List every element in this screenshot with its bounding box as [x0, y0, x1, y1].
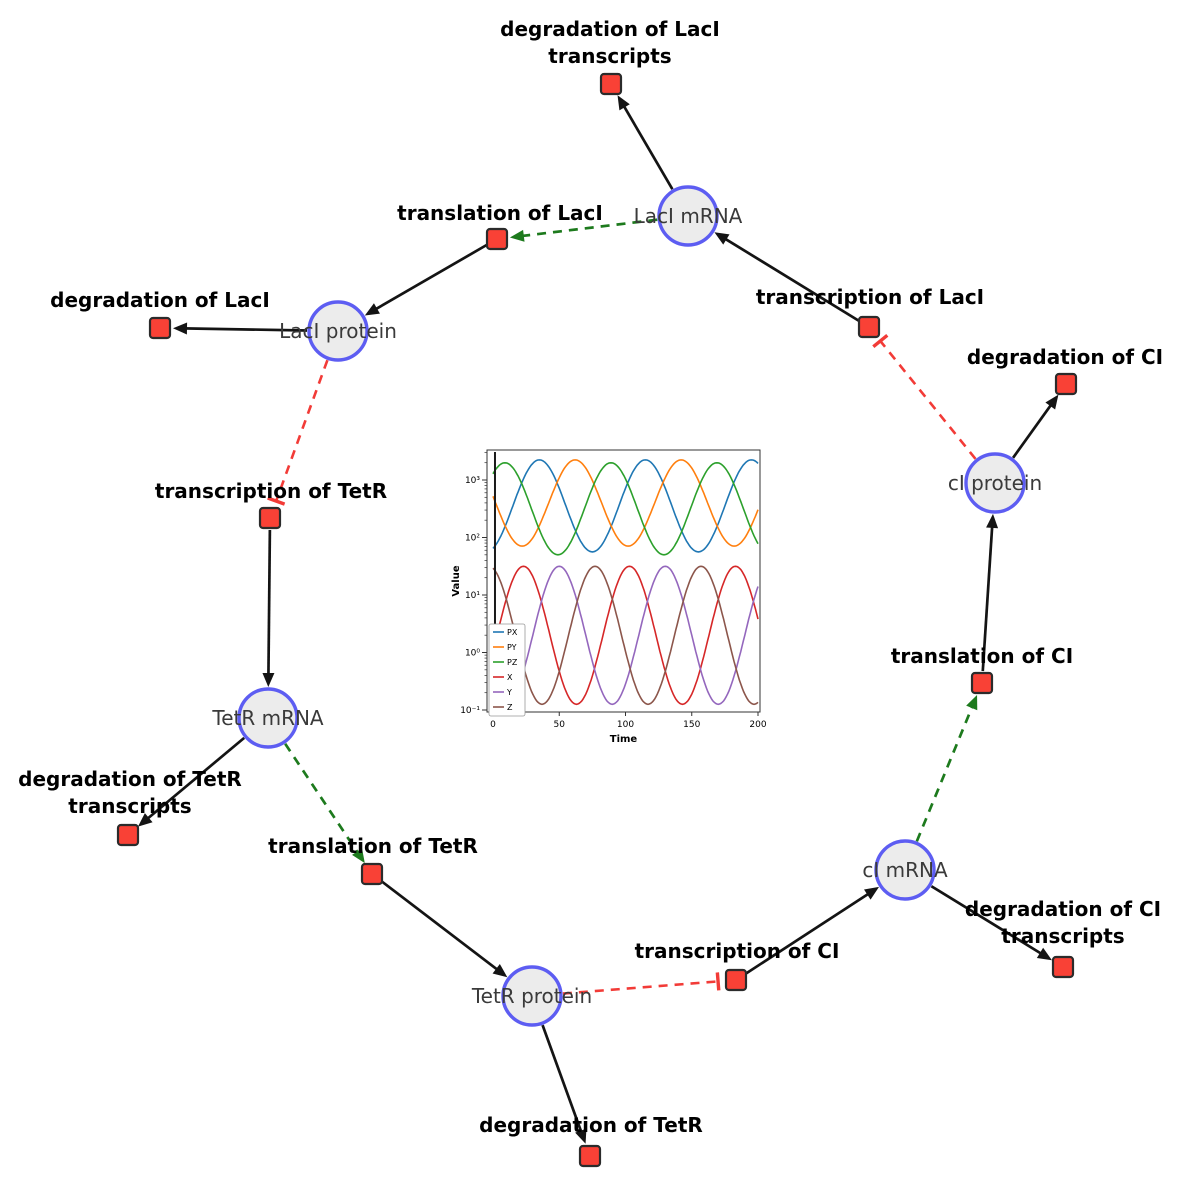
reaction-node-deg-laci-tx [599, 72, 623, 96]
reaction-node-transl-laci [485, 227, 509, 251]
edge-laci-protein-to-deg-laci [172, 322, 308, 335]
series-line-PX [492, 459, 759, 553]
edge-tetr-protein-to-txn-ci [562, 972, 721, 995]
reaction-node-deg-tetr [578, 1144, 602, 1168]
legend-label: X [507, 673, 513, 682]
edge-laci-protein-to-txn-tetr [267, 359, 329, 506]
edge-txn-tetr-to-tetr-mrna [262, 529, 275, 688]
legend-label: PZ [507, 658, 518, 667]
reaction-node-deg-ci [1054, 372, 1078, 396]
y-tick-label: 10¹ [465, 591, 480, 601]
edge-ci-mrna-to-deg-ci-tx [930, 885, 1052, 961]
chart-legend: PX PY PZ XYZ [488, 623, 526, 717]
arrowhead [262, 672, 275, 688]
y-tick-label: 10³ [465, 476, 480, 486]
x-tick-label: 200 [749, 720, 766, 730]
edge-transl-ci-to-ci-protein [981, 513, 999, 672]
arrowhead [1036, 947, 1052, 961]
arrowhead [864, 886, 880, 900]
x-tick-label: 50 [554, 720, 566, 730]
legend-label: Y [506, 688, 512, 697]
edge-txn-ci-to-ci-mrna [745, 886, 880, 975]
reaction-node-transl-tetr [360, 862, 384, 886]
edge-laci-mrna-to-transl-laci [509, 218, 658, 242]
chart-plot-area [486, 449, 761, 713]
arrowhead [172, 322, 188, 335]
edge-ci-protein-to-deg-ci [1011, 394, 1059, 459]
edge-laci-mrna-to-deg-laci-tx [617, 95, 674, 190]
edge-txn-laci-to-laci-mrna [714, 232, 860, 322]
arrowhead [1045, 394, 1059, 410]
x-axis-label: Time [610, 734, 638, 745]
series-line-Z [492, 565, 759, 706]
reaction-node-deg-laci [148, 316, 172, 340]
series-line-X [492, 565, 759, 706]
edge-ci-mrna-to-transl-ci [915, 695, 978, 842]
series-line-Y [492, 565, 759, 706]
edge-transl-laci-to-laci-protein [364, 243, 488, 316]
species-node-ci-mrna [874, 839, 936, 901]
series-line-PY [492, 459, 759, 547]
arrowhead [492, 963, 508, 978]
edge-ci-protein-to-txn-laci [872, 334, 977, 460]
arrowhead [575, 1128, 587, 1144]
species-node-ci-protein [964, 452, 1026, 514]
species-node-laci-mrna [657, 185, 719, 247]
edge-tetr-mrna-to-transl-tetr [284, 743, 365, 864]
legend-label: PY [507, 643, 517, 652]
y-tick-label: 10² [465, 534, 480, 544]
y-tick-label: 10⁰ [465, 649, 480, 659]
edge-transl-tetr-to-tetr-protein [380, 880, 508, 978]
reaction-node-txn-tetr [258, 506, 282, 530]
species-node-laci-protein [307, 300, 369, 362]
arrowhead [364, 303, 380, 316]
species-node-tetr-protein [501, 965, 563, 1027]
edge-tetr-mrna-to-deg-tetr-tx [137, 736, 246, 827]
series-line-PZ [492, 461, 759, 556]
arrowhead [509, 229, 525, 242]
edge-tetr-protein-to-deg-tetr [541, 1024, 587, 1144]
x-tick-label: 0 [490, 720, 496, 730]
reaction-node-deg-ci-tx [1051, 955, 1075, 979]
species-node-tetr-mrna [237, 687, 299, 749]
reaction-node-txn-ci [724, 968, 748, 992]
reaction-node-deg-tetr-tx [116, 823, 140, 847]
reaction-node-txn-laci [857, 315, 881, 339]
arrowhead [352, 848, 365, 864]
inhibition-tbar [872, 334, 889, 348]
arrowhead [966, 695, 978, 711]
arrowhead [137, 813, 153, 827]
y-axis-label: Value [451, 565, 462, 596]
arrowhead [986, 513, 999, 529]
x-tick-label: 150 [683, 720, 700, 730]
arrowhead [617, 95, 630, 111]
inhibition-tbar [715, 972, 721, 991]
arrowhead [714, 232, 730, 245]
y-tick-label: 10⁻¹ [460, 706, 480, 716]
reaction-node-transl-ci [970, 671, 994, 695]
inhibition-tbar [267, 496, 286, 506]
x-tick-label: 100 [617, 720, 634, 730]
legend-label: Z [507, 703, 513, 712]
legend-label: PX [507, 628, 518, 637]
